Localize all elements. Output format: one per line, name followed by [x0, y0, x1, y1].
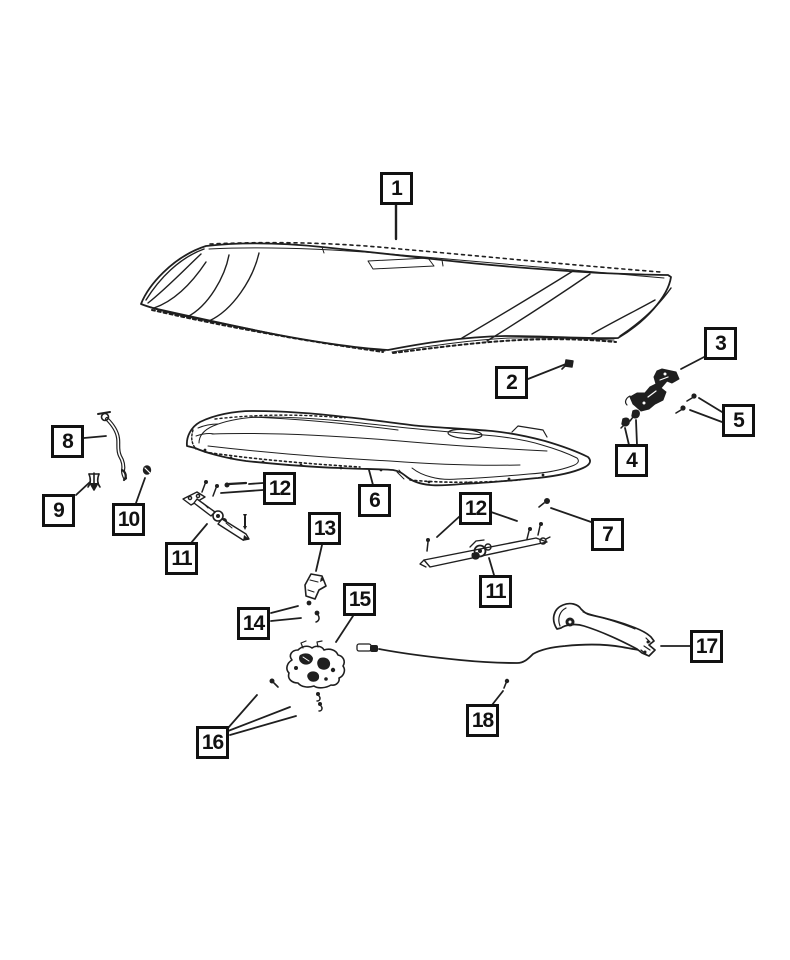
callout-9[interactable]: 9 — [42, 494, 75, 527]
release-cable-drawing — [356, 643, 646, 664]
hinge-bar-drawing — [419, 522, 551, 568]
release-handle-drawing — [552, 602, 656, 657]
pin-part18-drawing — [503, 678, 510, 689]
bolt-part7-drawing — [538, 498, 550, 508]
grommet-part10-drawing — [142, 465, 152, 475]
screws-part16-drawing — [269, 678, 323, 712]
callout-5[interactable]: 5 — [722, 404, 755, 437]
prop-rod-drawing — [97, 411, 127, 482]
callout-8[interactable]: 8 — [51, 425, 84, 458]
callout-6[interactable]: 6 — [358, 484, 391, 517]
callout-16[interactable]: 16 — [196, 726, 229, 759]
callout-11-left[interactable]: 11 — [165, 542, 198, 575]
clip-part9-drawing — [87, 472, 101, 491]
callout-1[interactable]: 1 — [380, 172, 413, 205]
callout-7[interactable]: 7 — [591, 518, 624, 551]
latch-drawing — [286, 640, 346, 689]
hinge-right-drawing — [624, 368, 680, 412]
hinge-left-drawing — [182, 480, 250, 541]
callout-12-right[interactable]: 12 — [459, 492, 492, 525]
callout-13[interactable]: 13 — [308, 512, 341, 545]
clips-part4-drawing — [620, 409, 640, 429]
callout-3[interactable]: 3 — [704, 327, 737, 360]
callout-14[interactable]: 14 — [237, 607, 270, 640]
hood-drawing — [140, 241, 672, 354]
callout-2[interactable]: 2 — [495, 366, 528, 399]
screws-part14-drawing — [306, 600, 320, 623]
hood-inner-panel-drawing — [186, 410, 591, 487]
callout-17[interactable]: 17 — [690, 630, 723, 663]
callout-11-right[interactable]: 11 — [479, 575, 512, 608]
striker-part13-drawing — [304, 573, 327, 600]
callout-15[interactable]: 15 — [343, 583, 376, 616]
callout-12-left[interactable]: 12 — [263, 472, 296, 505]
callout-10[interactable]: 10 — [112, 503, 145, 536]
screws-part5-drawing — [675, 393, 697, 414]
callout-4[interactable]: 4 — [615, 444, 648, 477]
callout-18[interactable]: 18 — [466, 704, 499, 737]
leader-lines — [75, 203, 723, 736]
